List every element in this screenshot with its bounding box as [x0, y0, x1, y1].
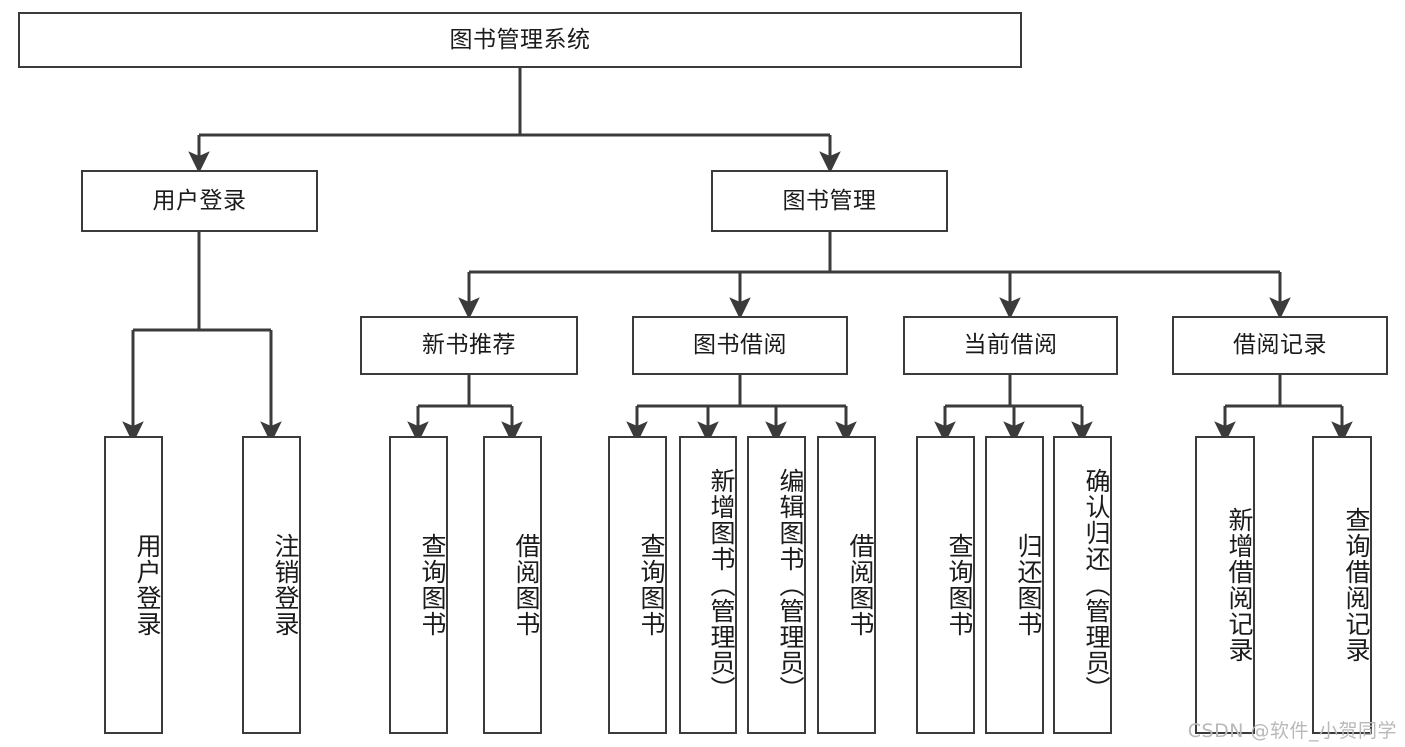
node-label: 查询图书	[945, 533, 974, 637]
node-label: 确认归还（管理员）	[1082, 468, 1111, 702]
leaf-add-book-admin[interactable]: 新增图书（管理员）	[679, 436, 737, 734]
node-root-book-management-system[interactable]: 图书管理系统	[18, 12, 1022, 68]
node-label: 注销登录	[271, 533, 300, 637]
node-label: 查询图书	[637, 533, 666, 637]
node-label: 新增图书（管理员）	[707, 468, 736, 702]
leaf-logout-login[interactable]: 注销登录	[242, 436, 301, 734]
node-label: 用户登录	[133, 533, 162, 637]
node-label: 图书管理	[782, 187, 877, 214]
leaf-user-login[interactable]: 用户登录	[104, 436, 163, 734]
node-user-login[interactable]: 用户登录	[81, 170, 318, 232]
node-book-borrow[interactable]: 图书借阅	[632, 316, 848, 375]
node-label: 新书推荐	[422, 332, 516, 359]
node-label: 新增借阅记录	[1225, 507, 1254, 663]
node-new-book-recommend[interactable]: 新书推荐	[360, 316, 578, 375]
watermark: CSDN @软件_小贺同学	[1187, 720, 1397, 742]
node-label: 借阅图书	[846, 533, 875, 637]
node-label: 图书借阅	[693, 332, 787, 359]
node-label: 归还图书	[1014, 533, 1043, 637]
leaf-edit-book-admin[interactable]: 编辑图书（管理员）	[747, 436, 806, 734]
node-current-borrow[interactable]: 当前借阅	[903, 316, 1118, 375]
leaf-confirm-return-admin[interactable]: 确认归还（管理员）	[1053, 436, 1112, 734]
node-book-management[interactable]: 图书管理	[711, 170, 948, 232]
leaf-query-book-current[interactable]: 查询图书	[916, 436, 975, 734]
leaf-query-book-borrow[interactable]: 查询图书	[608, 436, 667, 734]
leaf-return-book[interactable]: 归还图书	[985, 436, 1044, 734]
node-label: 查询借阅记录	[1342, 507, 1371, 663]
leaf-borrow-book-new[interactable]: 借阅图书	[483, 436, 542, 734]
node-label: 借阅记录	[1233, 332, 1327, 359]
leaf-query-book-new[interactable]: 查询图书	[389, 436, 448, 734]
leaf-borrow-book[interactable]: 借阅图书	[817, 436, 876, 734]
leaf-add-borrow-record[interactable]: 新增借阅记录	[1195, 436, 1255, 734]
node-label: 编辑图书（管理员）	[776, 468, 805, 702]
node-label: 用户登录	[152, 187, 247, 214]
leaf-query-borrow-record[interactable]: 查询借阅记录	[1312, 436, 1372, 734]
node-borrow-record[interactable]: 借阅记录	[1172, 316, 1388, 375]
node-label: 查询图书	[418, 533, 447, 637]
node-label: 图书管理系统	[449, 26, 591, 53]
node-label: 借阅图书	[512, 533, 541, 637]
node-label: 当前借阅	[963, 332, 1058, 359]
